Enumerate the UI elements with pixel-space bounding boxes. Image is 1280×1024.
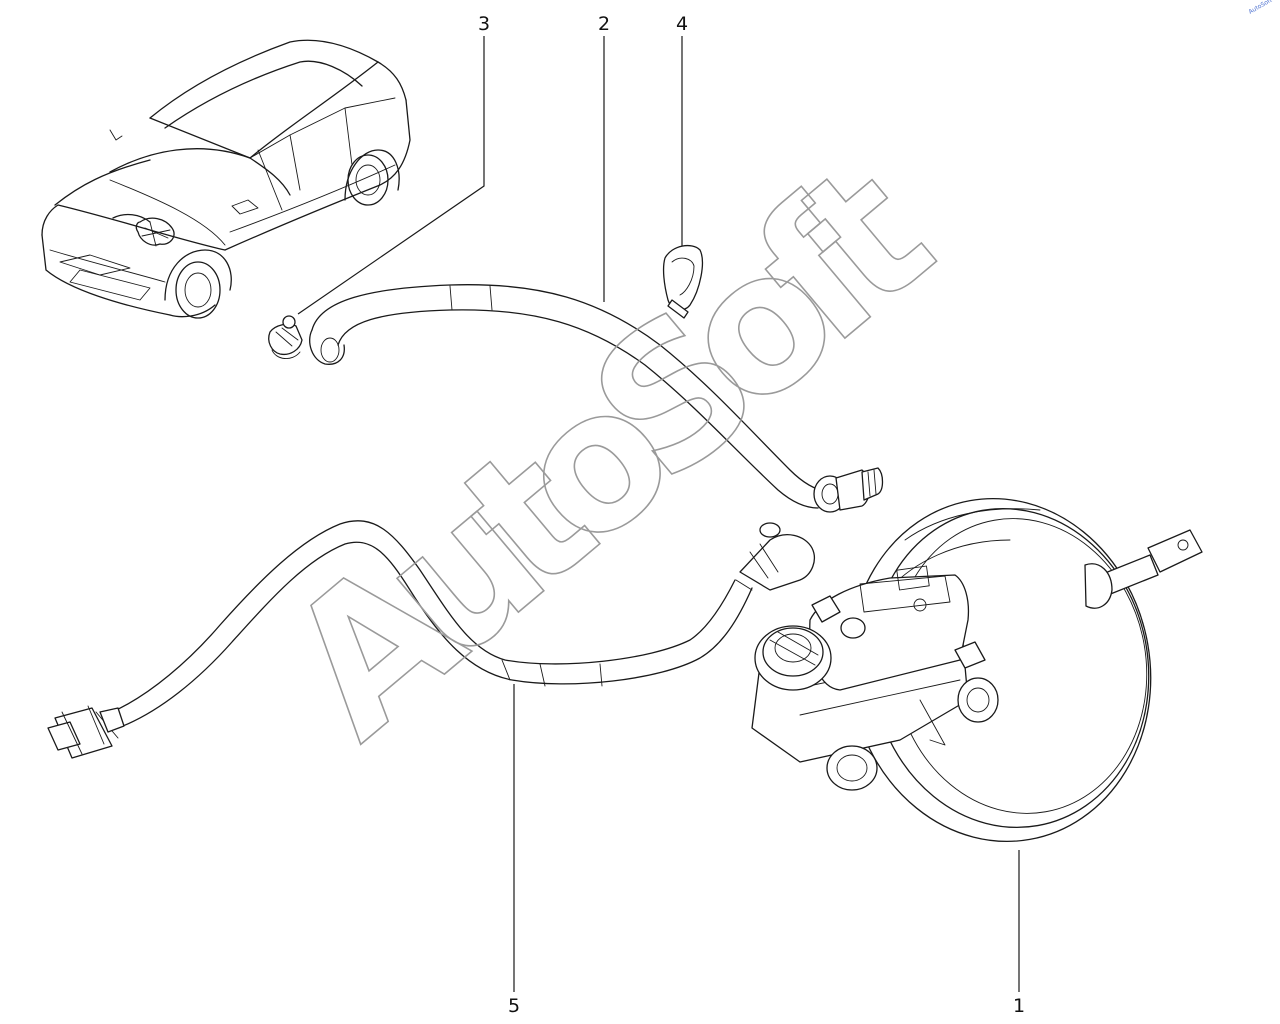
car-illustration xyxy=(41,39,411,319)
callout-2: 2 xyxy=(598,13,610,35)
part-2-vacuum-hose xyxy=(309,284,884,513)
callout-numbers: 1 2 3 4 5 xyxy=(478,13,1025,1017)
callout-3: 3 xyxy=(478,13,490,35)
location-hotspot-icon xyxy=(112,213,175,247)
part-3-connector xyxy=(268,315,303,359)
part-1-brake-booster xyxy=(751,497,1203,843)
callout-1: 1 xyxy=(1013,995,1025,1017)
part-5-hose xyxy=(47,520,815,759)
callout-5: 5 xyxy=(508,995,520,1017)
callout-4: 4 xyxy=(676,13,688,35)
corner-watermark: AutoSoft xyxy=(1248,0,1274,16)
leader-line-3 xyxy=(297,36,485,315)
leader-lines xyxy=(297,36,1020,992)
part-4-clamp xyxy=(662,244,704,319)
